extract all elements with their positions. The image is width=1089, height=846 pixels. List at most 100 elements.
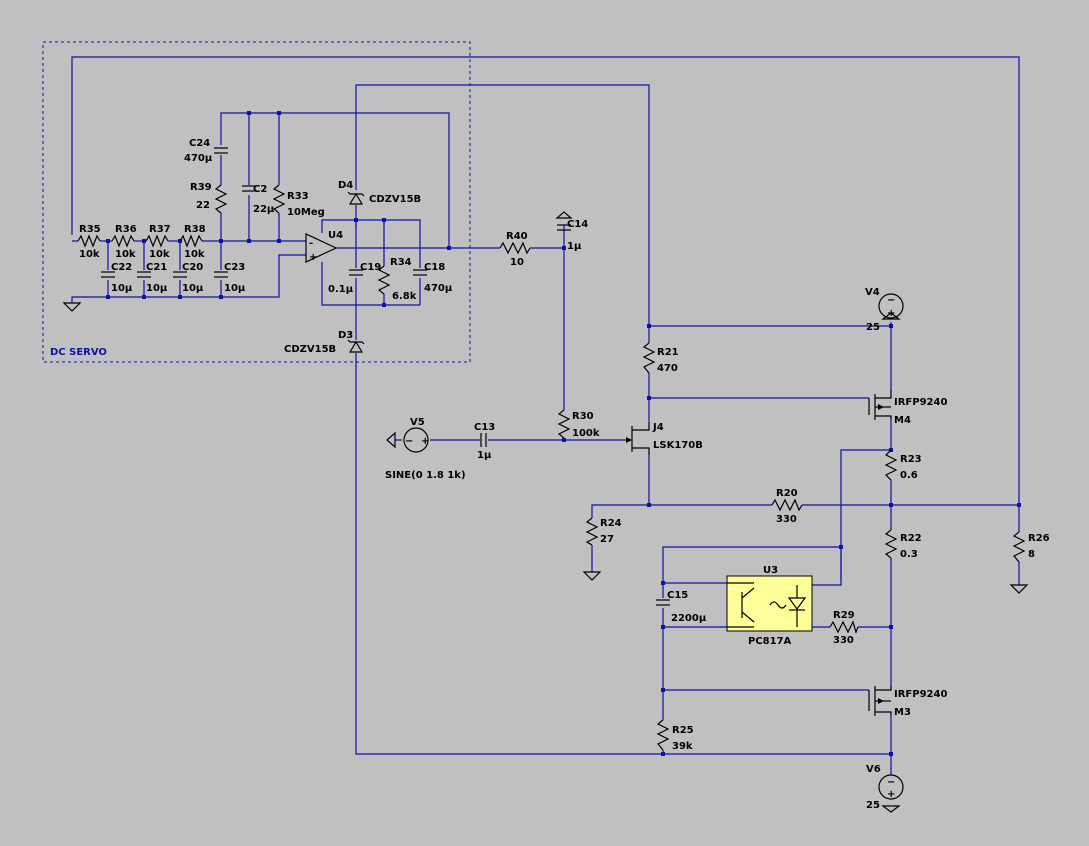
svg-text:−: − [405, 436, 413, 447]
capacitor-C24: C24 470µ [184, 138, 228, 164]
svg-text:U3: U3 [763, 565, 778, 576]
svg-text:470µ: 470µ [184, 153, 213, 164]
svg-text:C24: C24 [189, 138, 210, 149]
svg-text:CDZV15B: CDZV15B [284, 344, 336, 355]
jfet-J4: J4 LSK170B [626, 422, 703, 455]
resistor-R24: R24 27 [585, 517, 622, 546]
svg-text:C23: C23 [224, 262, 245, 273]
resistor-R29: R29 330 [829, 610, 859, 646]
svg-text:D3: D3 [338, 330, 353, 341]
dc-servo-group-label: DC SERVO [50, 347, 107, 358]
resistor-R20: R20 330 [771, 488, 803, 525]
svg-text:0.6: 0.6 [900, 470, 918, 481]
svg-text:10k: 10k [115, 249, 136, 260]
svg-text:M3: M3 [894, 707, 911, 718]
svg-text:−: − [887, 295, 895, 306]
svg-text:25: 25 [866, 800, 880, 811]
svg-text:C22: C22 [111, 262, 132, 273]
capacitor-C22: C22 10µ [101, 262, 133, 294]
svg-text:27: 27 [600, 534, 614, 545]
svg-text:+: + [421, 436, 429, 447]
resistor-R35: R35 10k [77, 224, 101, 260]
voltage-source-V5: − + V5 SINE(0 1.8 1k) [385, 417, 466, 481]
svg-text:SINE(0 1.8 1k): SINE(0 1.8 1k) [385, 470, 466, 481]
resistor-R22: R22 0.3 [884, 529, 922, 560]
resistor-R25: R25 39k [656, 719, 694, 752]
svg-text:10k: 10k [184, 249, 205, 260]
resistor-R39: R39 22 [190, 182, 228, 214]
svg-text:+: + [309, 252, 317, 263]
resistor-R33: R33 10Meg [272, 184, 325, 218]
svg-text:R24: R24 [600, 518, 622, 529]
resistor-R23: R23 0.6 [884, 449, 922, 481]
svg-text:0.1µ: 0.1µ [328, 284, 354, 295]
svg-text:V5: V5 [410, 417, 425, 428]
svg-text:10Meg: 10Meg [287, 207, 325, 218]
svg-text:39k: 39k [672, 741, 693, 752]
svg-text:25: 25 [866, 322, 880, 333]
svg-text:CDZV15B: CDZV15B [369, 194, 421, 205]
svg-text:R22: R22 [900, 533, 922, 544]
svg-text:V6: V6 [866, 764, 881, 775]
svg-text:D4: D4 [338, 180, 353, 191]
svg-text:10µ: 10µ [182, 283, 204, 294]
svg-text:LSK170B: LSK170B [653, 440, 703, 451]
svg-text:10µ: 10µ [111, 283, 133, 294]
resistor-R26: R26 8 [1012, 531, 1050, 563]
svg-text:R36: R36 [115, 224, 137, 235]
svg-text:R26: R26 [1028, 533, 1050, 544]
svg-text:R33: R33 [287, 191, 309, 202]
svg-text:1µ: 1µ [477, 450, 492, 461]
wires [71, 56, 1020, 775]
svg-text:C20: C20 [182, 262, 203, 273]
svg-text:J4: J4 [652, 422, 664, 433]
svg-text:IRFP9240: IRFP9240 [894, 689, 947, 700]
svg-text:V4: V4 [865, 287, 880, 298]
svg-text:R34: R34 [390, 257, 412, 268]
svg-text:10µ: 10µ [146, 283, 168, 294]
svg-text:10k: 10k [149, 249, 170, 260]
svg-text:0.3: 0.3 [900, 549, 918, 560]
svg-text:330: 330 [776, 514, 797, 525]
svg-text:100k: 100k [572, 428, 600, 439]
zener-diode-D4: D4 CDZV15B [338, 180, 421, 205]
svg-text:6.8k: 6.8k [392, 291, 417, 302]
svg-text:-: - [309, 238, 313, 249]
capacitor-C14: C14 1µ [557, 219, 588, 252]
svg-text:470: 470 [657, 363, 678, 374]
svg-text:R29: R29 [833, 610, 855, 621]
optocoupler-U3: U3 PC817A [726, 565, 813, 647]
svg-text:R38: R38 [184, 224, 206, 235]
capacitor-C23: C23 10µ [214, 262, 246, 294]
mosfet-M3: IRFP9240 M3 [868, 686, 947, 718]
resistor-R30: R30 100k [557, 409, 600, 439]
svg-text:2200µ: 2200µ [671, 613, 707, 624]
svg-text:R21: R21 [657, 347, 679, 358]
resistor-R21: R21 470 [642, 342, 679, 374]
capacitor-C13: C13 1µ [474, 422, 495, 461]
svg-text:22µ: 22µ [253, 204, 275, 215]
zener-diode-D3: D3 CDZV15B [284, 330, 365, 355]
capacitor-C2: C2 22µ [242, 184, 275, 215]
svg-text:IRFP9240: IRFP9240 [894, 397, 947, 408]
junctions [106, 111, 1021, 756]
svg-text:R30: R30 [572, 411, 594, 422]
svg-text:C13: C13 [474, 422, 495, 433]
svg-text:PC817A: PC817A [748, 636, 792, 647]
svg-text:10: 10 [510, 257, 524, 268]
svg-text:−: − [887, 777, 895, 788]
capacitor-C18: C18 470µ [413, 262, 453, 294]
svg-text:M4: M4 [894, 415, 911, 426]
svg-text:1µ: 1µ [567, 241, 582, 252]
svg-text:330: 330 [833, 635, 854, 646]
svg-text:C15: C15 [667, 590, 688, 601]
svg-text:C18: C18 [424, 262, 445, 273]
resistor-R40: R40 10 [499, 231, 531, 268]
svg-text:C14: C14 [567, 219, 588, 230]
capacitor-C20: C20 10µ [173, 262, 204, 294]
svg-text:+: + [887, 789, 895, 800]
svg-text:470µ: 470µ [424, 283, 453, 294]
svg-text:C21: C21 [146, 262, 167, 273]
svg-text:R23: R23 [900, 454, 922, 465]
